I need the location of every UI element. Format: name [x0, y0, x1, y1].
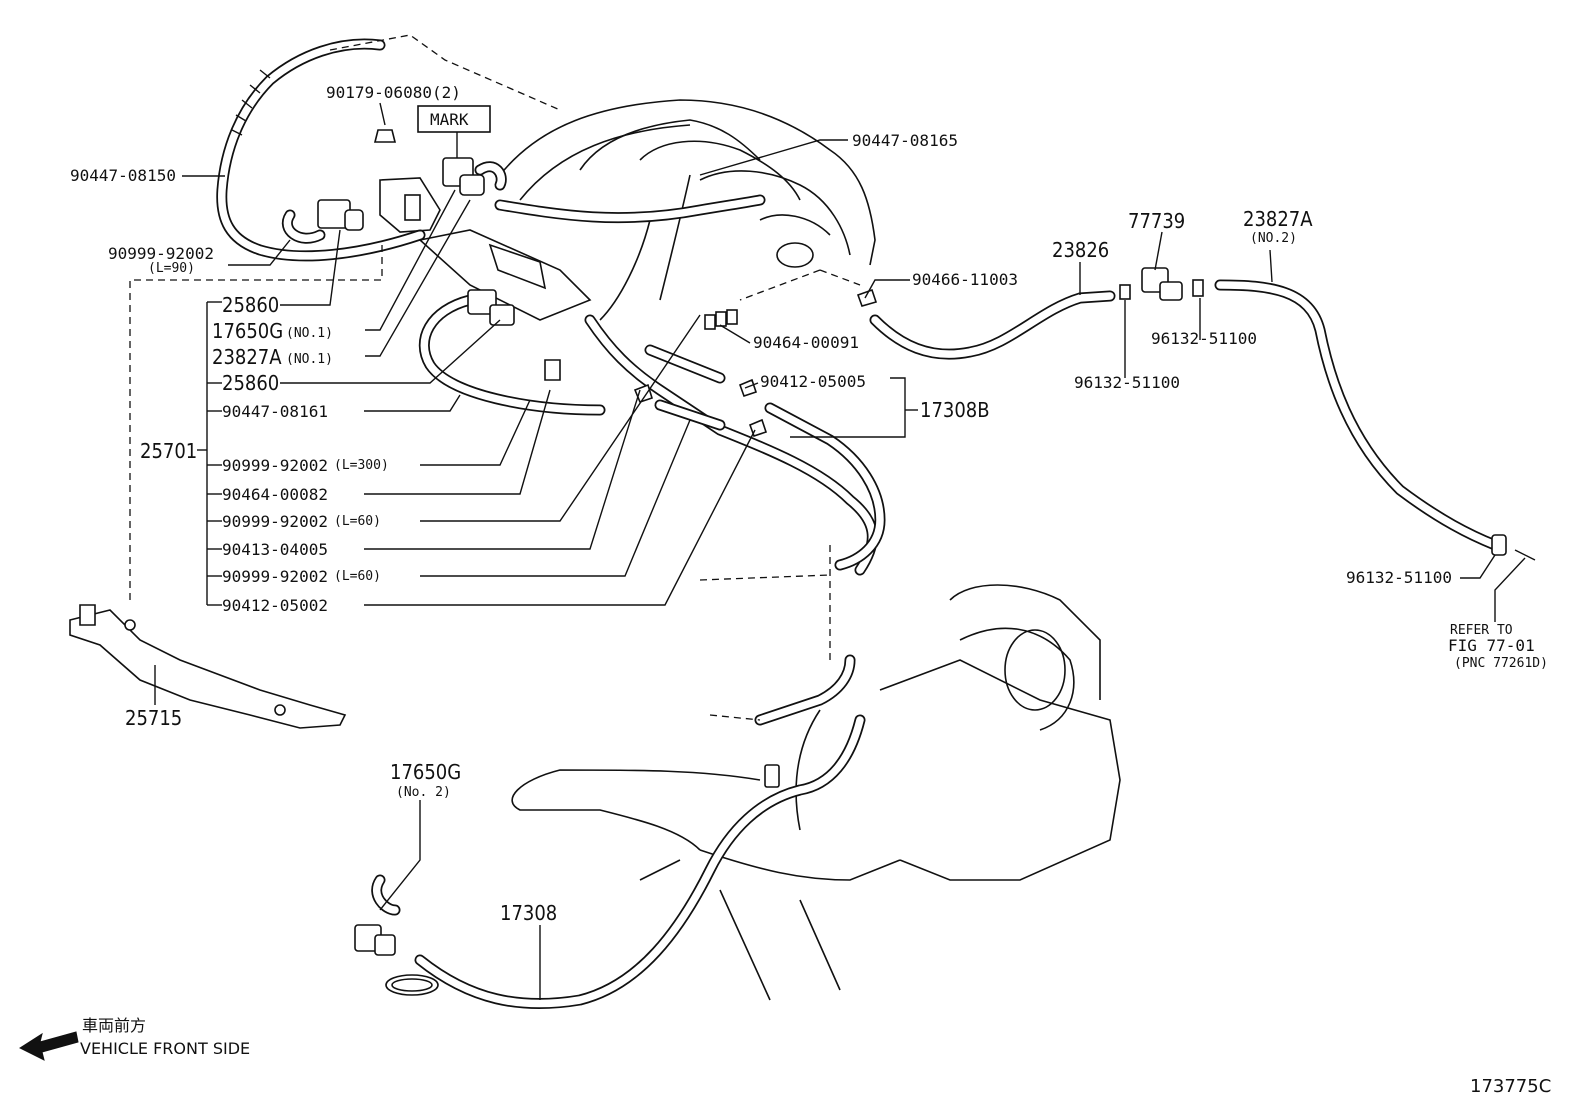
label-96132-51100-c: 96132-51100: [1346, 568, 1452, 587]
label-23827a-no1: 23827A: [212, 345, 282, 369]
label-90412-05002: 90412-05002: [222, 596, 328, 615]
figure-id: 173775C: [1470, 1076, 1551, 1097]
hose-long-center: [584, 314, 886, 576]
label-25701: 25701: [140, 439, 197, 463]
label-90999-92002-l60-b: 90999-92002: [222, 567, 328, 586]
label-fig-77-01: FIG 77-01: [1448, 636, 1535, 655]
label-17650g-no2: 17650G: [390, 760, 461, 784]
label-90447-08165: 90447-08165: [852, 131, 958, 150]
label-90464-00091: 90464-00091: [753, 333, 859, 352]
label-l60-a: (L=60): [334, 514, 381, 529]
label-25860-a: 25860: [222, 293, 279, 317]
label-front-en: VEHICLE FRONT SIDE: [80, 1039, 250, 1058]
label-90999-92002-l90: 90999-92002: [108, 244, 214, 263]
hose-loop-center: [418, 289, 606, 416]
label-90447-08161: 90447-08161: [222, 402, 328, 421]
vsv-17650g-no1: [442, 157, 507, 196]
label-front-jp: 車両前方: [82, 1016, 146, 1035]
hose-23826: [856, 288, 1116, 360]
label-90999-92002-l60-a: 90999-92002: [222, 512, 328, 531]
label-17308b: 17308B: [920, 398, 990, 422]
label-pnc: (PNC 77261D): [1454, 656, 1548, 671]
dashed-reference-lines: [129, 34, 861, 721]
leader-lines: [154, 102, 1526, 1000]
label-23827a-no2-sub: (NO.2): [1250, 231, 1297, 246]
label-25860-b: 25860: [222, 371, 279, 395]
label-17308: 17308: [500, 901, 557, 925]
label-96132-51100-a: 96132-51100: [1151, 329, 1257, 348]
label-17650g-no1-sub: (NO.1): [286, 326, 333, 341]
vsv-77739: [1119, 267, 1204, 301]
label-90413-04005: 90413-04005: [222, 540, 328, 559]
label-l60-b: (L=60): [334, 569, 381, 584]
label-mark: MARK: [430, 110, 469, 129]
hose-90447-08150: [216, 38, 426, 262]
label-17650g-no2-sub: (No. 2): [396, 785, 451, 800]
bracket-upper: [373, 129, 441, 233]
vsv-upper-left: [281, 199, 364, 244]
label-90466-11003: 90466-11003: [912, 270, 1018, 289]
mark-box: [417, 105, 491, 133]
label-90447-08150: 90447-08150: [70, 166, 176, 185]
label-23827a-no1-sub: (NO.1): [286, 352, 333, 367]
hose-23827a-no2: [1214, 279, 1536, 561]
label-90179-06080: 90179-06080(2): [326, 83, 461, 102]
vehicle-front-indicator: 車両前方 VEHICLE FRONT SIDE: [18, 1016, 250, 1061]
bracket-25715: [69, 604, 347, 729]
throttle-body-outline: [511, 584, 1121, 1001]
hose-90447-08165: [494, 194, 766, 224]
label-96132-51100-b: 96132-51100: [1074, 373, 1180, 392]
vsv-17650g-no2: [354, 874, 439, 996]
part-labels: 90179-06080(2) MARK 90447-08165 90447-08…: [70, 83, 1548, 925]
label-90412-05005: 90412-05005: [760, 372, 866, 391]
label-l300: (L=300): [334, 458, 389, 473]
label-77739: 77739: [1128, 209, 1185, 233]
label-l90: (L=90): [148, 261, 195, 276]
hose-17308: [414, 654, 866, 1010]
front-arrow-icon: [18, 1031, 79, 1061]
label-90999-92002-l300: 90999-92002: [222, 456, 328, 475]
label-23827a-no2: 23827A: [1243, 207, 1313, 231]
label-23826: 23826: [1052, 238, 1109, 262]
label-90464-00082: 90464-00082: [222, 485, 328, 504]
label-refer-to: REFER TO: [1450, 623, 1513, 638]
intake-manifold-outline: [418, 99, 876, 321]
label-17650g-no1: 17650G: [212, 319, 283, 343]
label-25715: 25715: [125, 706, 182, 730]
